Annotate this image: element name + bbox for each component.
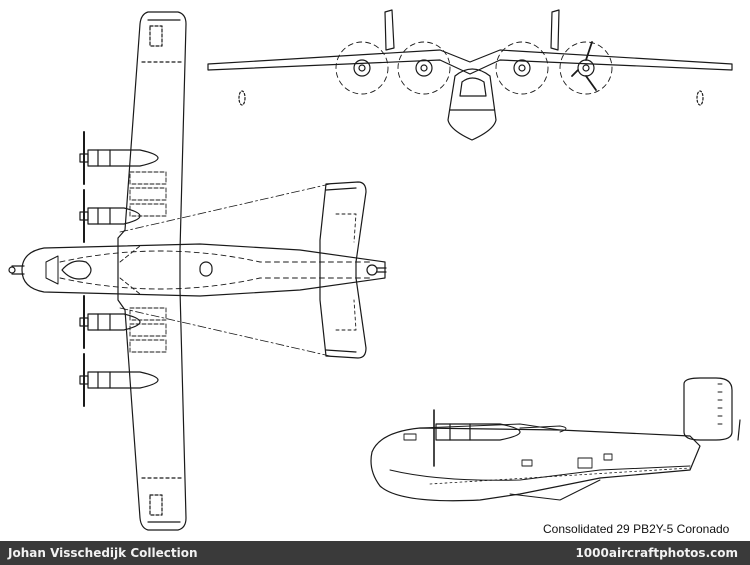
drawing-caption: Consolidated 29 PB2Y-5 Coronado bbox=[543, 522, 730, 536]
front-view-hull bbox=[447, 68, 497, 141]
top-view-tailplane bbox=[319, 181, 367, 359]
footer-site-link[interactable]: 1000aircraftphotos.com bbox=[575, 546, 738, 560]
front-view-wing bbox=[207, 49, 733, 75]
front-view-engines bbox=[353, 41, 597, 91]
top-view-engine-3 bbox=[79, 295, 141, 349]
side-view-hull bbox=[370, 427, 701, 502]
side-view bbox=[370, 377, 741, 502]
top-view-wing bbox=[117, 11, 187, 531]
footer-collection-label: Johan Visschedijk Collection bbox=[8, 546, 198, 560]
top-view-engine-2 bbox=[79, 189, 141, 243]
aircraft-three-view-drawing bbox=[8, 9, 741, 531]
front-view bbox=[207, 9, 733, 141]
side-view-engine bbox=[435, 423, 521, 441]
top-view-engine-4 bbox=[79, 353, 159, 407]
footer-bar: Johan Visschedijk Collection 1000aircraf… bbox=[0, 541, 750, 565]
side-view-fin bbox=[683, 377, 733, 441]
top-view-engine-1 bbox=[79, 131, 159, 185]
top-view-fuselage bbox=[21, 243, 386, 297]
top-view bbox=[8, 11, 387, 531]
